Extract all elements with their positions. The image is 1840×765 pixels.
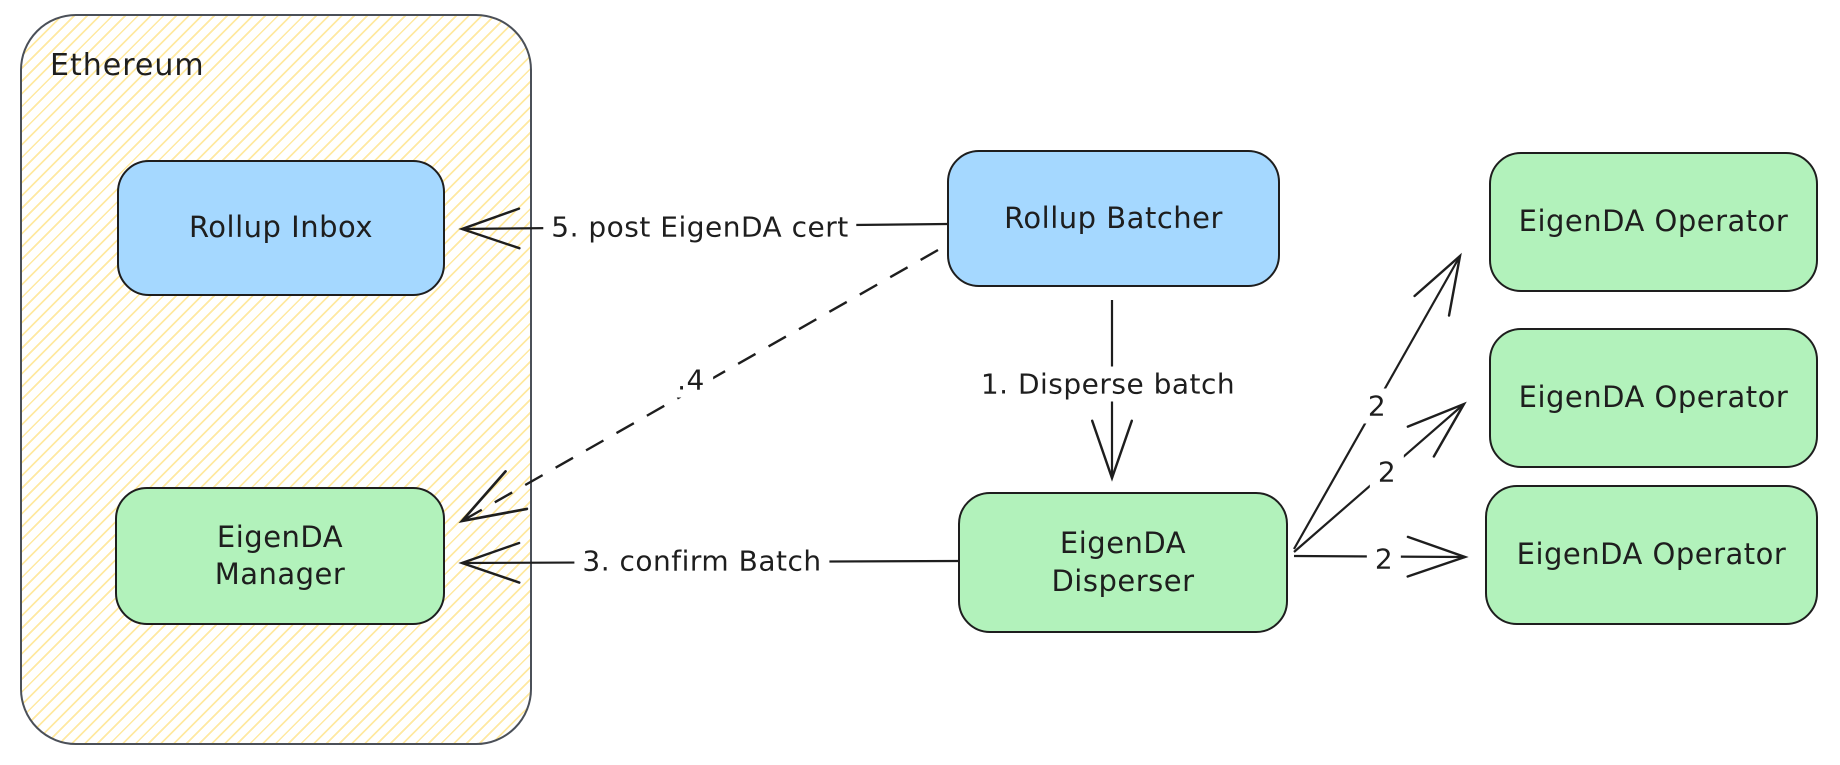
edge-label-cert-to-manager: .4 [669,362,713,398]
node-eigenda-operator-1: EigenDA Operator [1489,152,1818,292]
edge-label-confirm-batch: 3. confirm Batch [574,543,830,579]
node-eigenda-manager: EigenDA Manager [115,487,445,625]
ethereum-label: Ethereum [50,48,205,83]
edge-label-to-operator-3: 2 [1366,541,1402,577]
node-eigenda-disperser: EigenDA Disperser [958,492,1288,633]
node-rollup-inbox: Rollup Inbox [117,160,445,296]
ethereum-container [20,14,532,745]
edge-label-post-cert: 5. post EigenDA cert [543,209,857,245]
edge-label-to-operator-2: 2 [1369,454,1405,490]
node-rollup-batcher: Rollup Batcher [947,150,1280,287]
edge-label-disperse-batch: 1. Disperse batch [972,366,1244,402]
node-eigenda-operator-2: EigenDA Operator [1489,328,1818,468]
edge-label-to-operator-1: 2 [1359,388,1395,424]
edge-cert-to-manager [458,248,939,523]
node-eigenda-operator-3: EigenDA Operator [1485,485,1818,625]
